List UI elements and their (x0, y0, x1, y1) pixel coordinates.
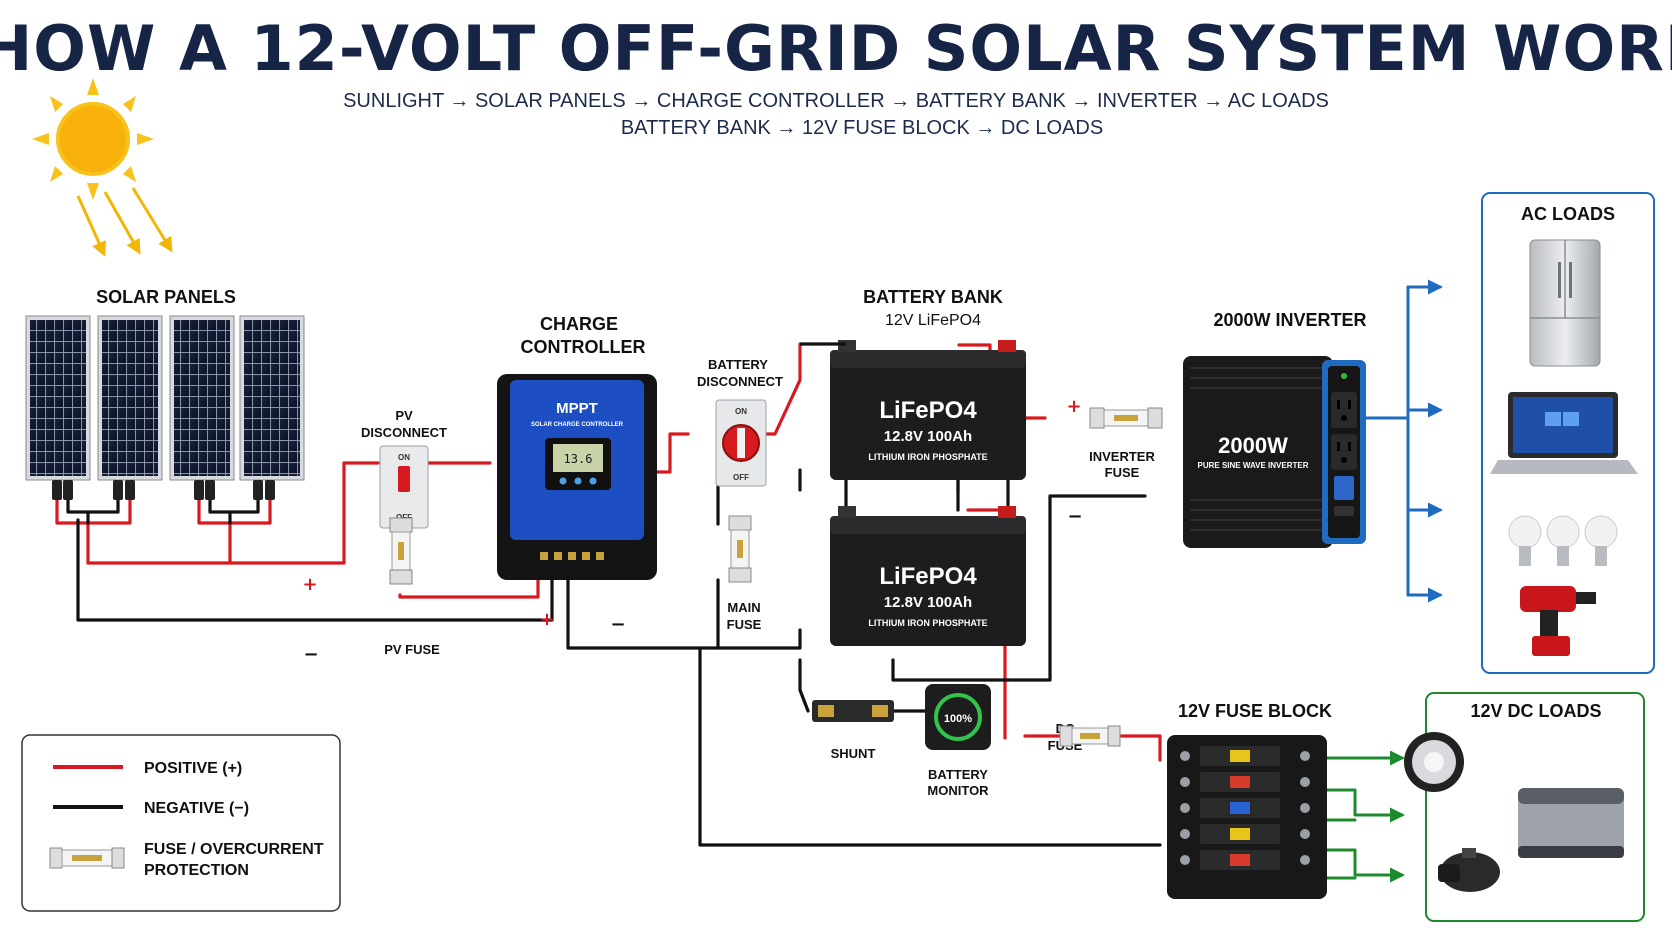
pv-negative-wire (66, 496, 554, 622)
battery: LiFePO4 12.8V 100Ah LITHIUM IRON PHOSPHA… (830, 340, 1026, 480)
legend-fuse-swatch (49, 847, 125, 869)
battery-name: LiFePO4 (879, 563, 977, 590)
inverter-label: 2000W INVERTER (1213, 310, 1366, 330)
solar-panel (169, 315, 235, 481)
charge-controller: CHARGE CONTROLLER MPPT SOLAR CHARGE CONT… (497, 314, 657, 580)
pv-switch-on-text: ON (398, 453, 410, 462)
main-fuse-label-2: FUSE (727, 617, 762, 632)
controller-minus-sign: − (610, 614, 625, 635)
battery-bank-sublabel: 12V LiFePO4 (885, 312, 981, 329)
main-fuse: MAIN FUSE (727, 515, 762, 632)
controller-plus-sign: + (539, 609, 554, 630)
battery-chemistry: LITHIUM IRON PHOSPHATE (868, 452, 987, 462)
flow-line-ac: SUNLIGHT → SOLAR PANELS → CHARGE CONTROL… (343, 90, 1329, 112)
legend: POSITIVE (+) NEGATIVE (−) FUSE / OVERCUR… (21, 734, 341, 912)
page-title: HOW A 12-VOLT OFF-GRID SOLAR SYSTEM WORK… (0, 12, 1672, 85)
battery-monitor-label-2: MONITOR (927, 783, 989, 798)
ac-loads-label: AC LOADS (1521, 204, 1615, 224)
battery-spec: 12.8V 100Ah (884, 594, 972, 611)
pv-disconnect: PV DISCONNECT ON OFF (361, 408, 447, 529)
controller-name: MPPT (556, 400, 598, 417)
legend-negative-label: NEGATIVE (−) (144, 800, 249, 817)
solar-panel (97, 315, 163, 481)
inverter-minus-sign: − (1067, 506, 1082, 527)
charge-controller-label-1: CHARGE (540, 314, 618, 334)
controller-display-reading: 13.6 (564, 452, 593, 466)
ac-output-wires (1340, 279, 1443, 603)
pv-minus-sign: − (303, 644, 318, 665)
controller-button[interactable] (589, 477, 597, 485)
fuse-block-label: 12V FUSE BLOCK (1178, 701, 1332, 721)
inverter-display (1334, 476, 1354, 500)
flow-line-dc: BATTERY BANK → 12V FUSE BLOCK → DC LOADS (621, 117, 1103, 139)
battery: LiFePO4 12.8V 100Ah LITHIUM IRON PHOSPHA… (830, 506, 1026, 646)
pv-switch-toggle (398, 466, 410, 492)
mc4-connectors (52, 480, 275, 500)
controller-subtitle: SOLAR CHARGE CONTROLLER (531, 422, 624, 428)
work-light-icon (1404, 732, 1464, 792)
main-fuse-label-1: MAIN (727, 600, 760, 615)
inverter-fuse: INVERTER FUSE (1089, 407, 1163, 480)
ac-loads: AC LOADS (1481, 192, 1655, 674)
inverter-subtitle: PURE SINE WAVE INVERTER (1198, 461, 1309, 470)
fuse-block: 12V FUSE BLOCK (1167, 701, 1332, 899)
ac-outlet (1331, 434, 1357, 470)
pv-disconnect-label-1: PV (395, 408, 413, 423)
shunt: SHUNT (812, 700, 894, 761)
battery-bank: BATTERY BANK 12V LiFePO4 LiFePO4 12.8V 1… (800, 287, 1026, 646)
solar-panels: SOLAR PANELS (25, 287, 305, 500)
inverter-fuse-label-2: FUSE (1105, 465, 1140, 480)
polarity-signs: + − + − + − (302, 396, 1082, 665)
fuse-block-slots (1200, 746, 1280, 870)
inverter-usb-port (1334, 506, 1354, 516)
laptop-icon (1490, 392, 1638, 474)
battery-switch-off-text: OFF (733, 473, 749, 482)
legend-fuse-label-2: PROTECTION (144, 862, 249, 879)
legend-fuse-label-1: FUSE / OVERCURRENT (144, 841, 324, 858)
battery-bank-label: BATTERY BANK (863, 287, 1003, 307)
solar-panels-label: SOLAR PANELS (96, 287, 236, 307)
battery-monitor-reading: 100% (944, 713, 972, 725)
negative-bus-wire (566, 468, 1162, 847)
battery-switch-on-text: ON (735, 407, 747, 416)
dc-loads: 12V DC LOADS (1404, 692, 1645, 922)
inverter-fuse-label-1: INVERTER (1089, 449, 1155, 464)
battery-monitor-label-1: BATTERY (928, 767, 988, 782)
dc-output-wires (1323, 750, 1405, 883)
wiring (55, 279, 1443, 883)
dc-loads-label: 12V DC LOADS (1470, 701, 1601, 721)
battery-monitor: 100% BATTERY MONITOR (925, 684, 991, 798)
pv-fuse: PV FUSE (384, 517, 440, 657)
light-bulb-icon (1508, 515, 1618, 566)
inverter-name: 2000W (1218, 433, 1288, 458)
pv-plus-sign: + (302, 574, 317, 595)
battery-disconnect-label-1: BATTERY (708, 357, 768, 372)
refrigerator-icon (1529, 239, 1601, 367)
water-pump-icon (1438, 848, 1500, 892)
inverter: 2000W INVERTER 2000W PURE SINE WAVE INVE… (1183, 310, 1367, 548)
battery-disconnect-label-2: DISCONNECT (697, 374, 783, 389)
portable-fridge-icon (1518, 788, 1624, 858)
inverter-plus-sign: + (1066, 396, 1081, 417)
pv-fuse-label: PV FUSE (384, 642, 440, 657)
battery-disconnect: BATTERY DISCONNECT ON OFF (697, 357, 783, 487)
sun-icon (32, 78, 173, 257)
power-drill-icon (1520, 586, 1596, 656)
controller-button[interactable] (559, 477, 567, 485)
charge-controller-label-2: CONTROLLER (521, 337, 646, 357)
solar-panel (25, 315, 91, 481)
legend-positive-label: POSITIVE (+) (144, 760, 242, 777)
battery-spec: 12.8V 100Ah (884, 428, 972, 445)
battery-chemistry: LITHIUM IRON PHOSPHATE (868, 618, 987, 628)
battery-name: LiFePO4 (879, 397, 977, 424)
pv-disconnect-label-2: DISCONNECT (361, 425, 447, 440)
dc-fuse: DC FUSE (1048, 721, 1121, 753)
shunt-label: SHUNT (831, 746, 876, 761)
solar-panel (239, 315, 305, 481)
controller-button[interactable] (574, 477, 582, 485)
ac-outlet (1331, 392, 1357, 428)
